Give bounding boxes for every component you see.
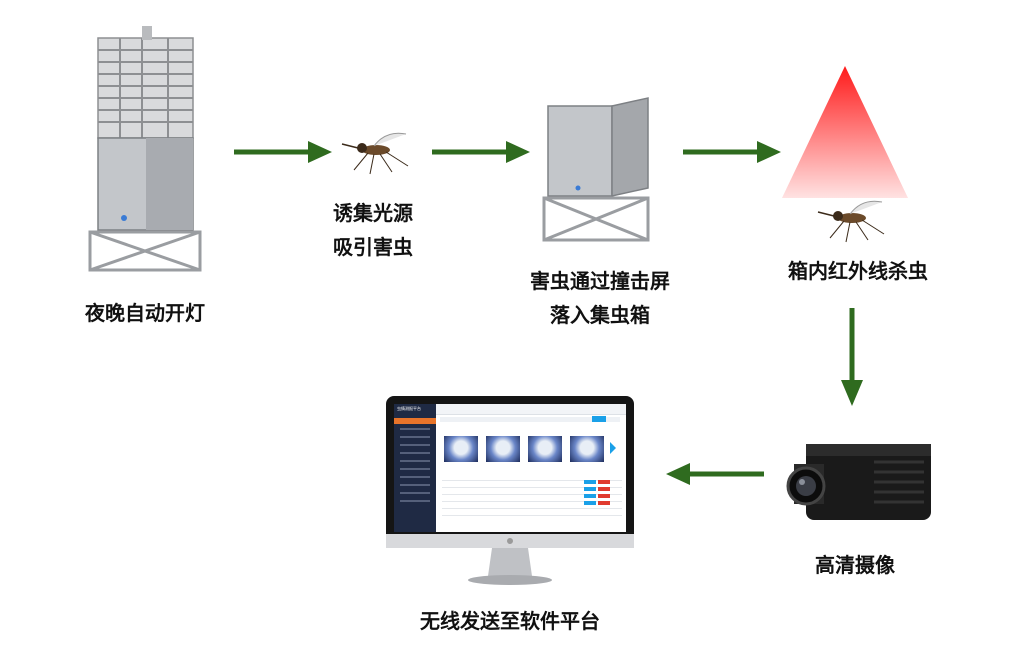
table-delete-button bbox=[598, 501, 610, 505]
sidebar-item bbox=[400, 484, 430, 486]
platform-sidebar: 虫情测报平台 bbox=[394, 404, 436, 532]
chevron-right-icon bbox=[610, 442, 616, 454]
step-platform-label: 无线发送至软件平台 bbox=[420, 609, 600, 633]
step-screen-label-2: 落入集虫箱 bbox=[550, 303, 650, 327]
insect-trap-device bbox=[80, 20, 210, 290]
sidebar-item bbox=[400, 452, 430, 454]
sidebar-item bbox=[400, 492, 430, 494]
flow-arrow-right bbox=[683, 137, 783, 167]
platform-app-title: 虫情测报平台 bbox=[397, 406, 421, 411]
table-delete-button bbox=[598, 494, 610, 498]
step-lure-label-2: 吸引害虫 bbox=[333, 235, 413, 259]
insect-image-thumb bbox=[444, 436, 478, 462]
sidebar-item bbox=[400, 476, 430, 478]
sidebar-item bbox=[400, 460, 430, 462]
platform-screen: 虫情测报平台 bbox=[394, 404, 626, 532]
mosquito-icon bbox=[336, 126, 416, 176]
flow-arrow-down bbox=[837, 308, 867, 408]
sidebar-item bbox=[400, 428, 430, 430]
flow-arrow-right bbox=[234, 137, 334, 167]
step-camera-label: 高清摄像 bbox=[815, 553, 895, 577]
step-lure-label-1: 诱集光源 bbox=[333, 201, 413, 225]
insect-image-thumb bbox=[570, 436, 604, 462]
sidebar-item bbox=[400, 436, 430, 438]
table-action-button bbox=[584, 480, 596, 484]
platform-filter-bar bbox=[440, 417, 620, 422]
step-infrared-label: 箱内红外线杀虫 bbox=[788, 259, 928, 283]
insect-image-thumb bbox=[486, 436, 520, 462]
table-delete-button bbox=[598, 480, 610, 484]
flow-arrow-left bbox=[664, 459, 764, 489]
sidebar-item bbox=[400, 444, 430, 446]
sidebar-active-item bbox=[394, 418, 436, 424]
step-screen-label-1: 害虫通过撞击屏 bbox=[530, 269, 670, 293]
sidebar-item bbox=[400, 500, 430, 502]
insect-image-thumb bbox=[528, 436, 562, 462]
camera-icon bbox=[784, 430, 934, 535]
platform-query-button bbox=[592, 416, 606, 422]
platform-topbar bbox=[436, 404, 626, 415]
table-action-button bbox=[584, 487, 596, 491]
table-action-button bbox=[584, 494, 596, 498]
sidebar-item bbox=[400, 468, 430, 470]
step-lamp-label: 夜晚自动开灯 bbox=[85, 301, 205, 325]
monitor-device: 虫情测报平台 bbox=[386, 396, 634, 588]
collection-box-device bbox=[538, 92, 658, 262]
infrared-beam-icon bbox=[780, 66, 910, 201]
table-delete-button bbox=[598, 487, 610, 491]
mosquito-icon bbox=[812, 194, 892, 244]
table-action-button bbox=[584, 501, 596, 505]
flow-arrow-right bbox=[432, 137, 532, 167]
